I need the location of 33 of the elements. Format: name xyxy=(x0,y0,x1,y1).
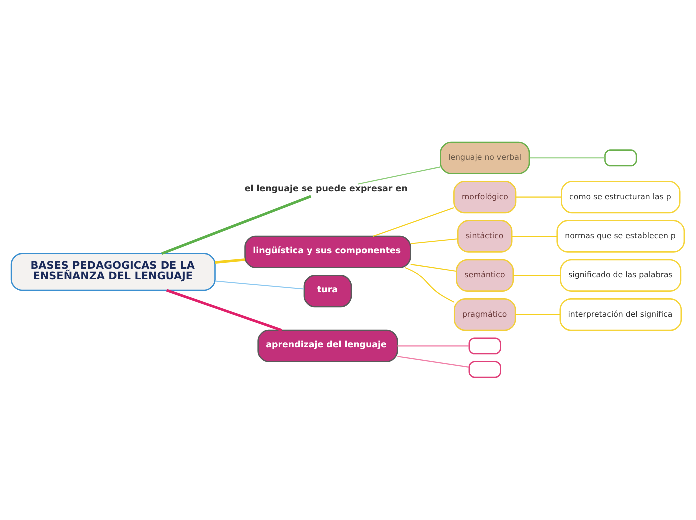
node-box: significado de las palabras xyxy=(560,259,682,292)
node-text: el lenguaje se puede expresar en xyxy=(244,184,408,195)
connector xyxy=(516,314,560,316)
connector xyxy=(410,238,458,244)
node-box: como se estructuran las p xyxy=(561,181,681,214)
node-box xyxy=(468,361,502,378)
node-box xyxy=(468,338,502,355)
connector xyxy=(398,346,470,347)
connector xyxy=(166,289,282,332)
connector xyxy=(215,280,304,290)
node-box: BASES PEDAGOGICAS DE LA ENSEÑANZA DEL LENGUAJE xyxy=(10,253,216,292)
node-box: tura xyxy=(304,275,352,308)
connector xyxy=(162,195,312,256)
connector xyxy=(513,275,561,276)
connector xyxy=(373,208,454,237)
node-box: normas que se establecen p xyxy=(556,220,686,253)
node-box xyxy=(604,150,638,167)
connector xyxy=(398,356,470,368)
node-box: lenguaje no verbal xyxy=(440,142,530,174)
node-box: aprendizaje del lenguaje xyxy=(258,330,398,362)
node-box: interpretación del significa xyxy=(560,298,682,332)
connector xyxy=(405,267,455,303)
node-box: pragmático xyxy=(454,298,516,332)
node-box: sintáctico xyxy=(457,220,513,253)
node-box: lingüística y sus componentes xyxy=(244,236,412,268)
connector xyxy=(358,166,441,185)
connector xyxy=(516,196,562,198)
connector xyxy=(215,258,246,264)
node-box: semántico xyxy=(456,259,514,292)
connector xyxy=(512,236,558,238)
node-box: morfológico xyxy=(454,181,517,214)
connector xyxy=(530,158,606,159)
connector xyxy=(410,264,457,272)
